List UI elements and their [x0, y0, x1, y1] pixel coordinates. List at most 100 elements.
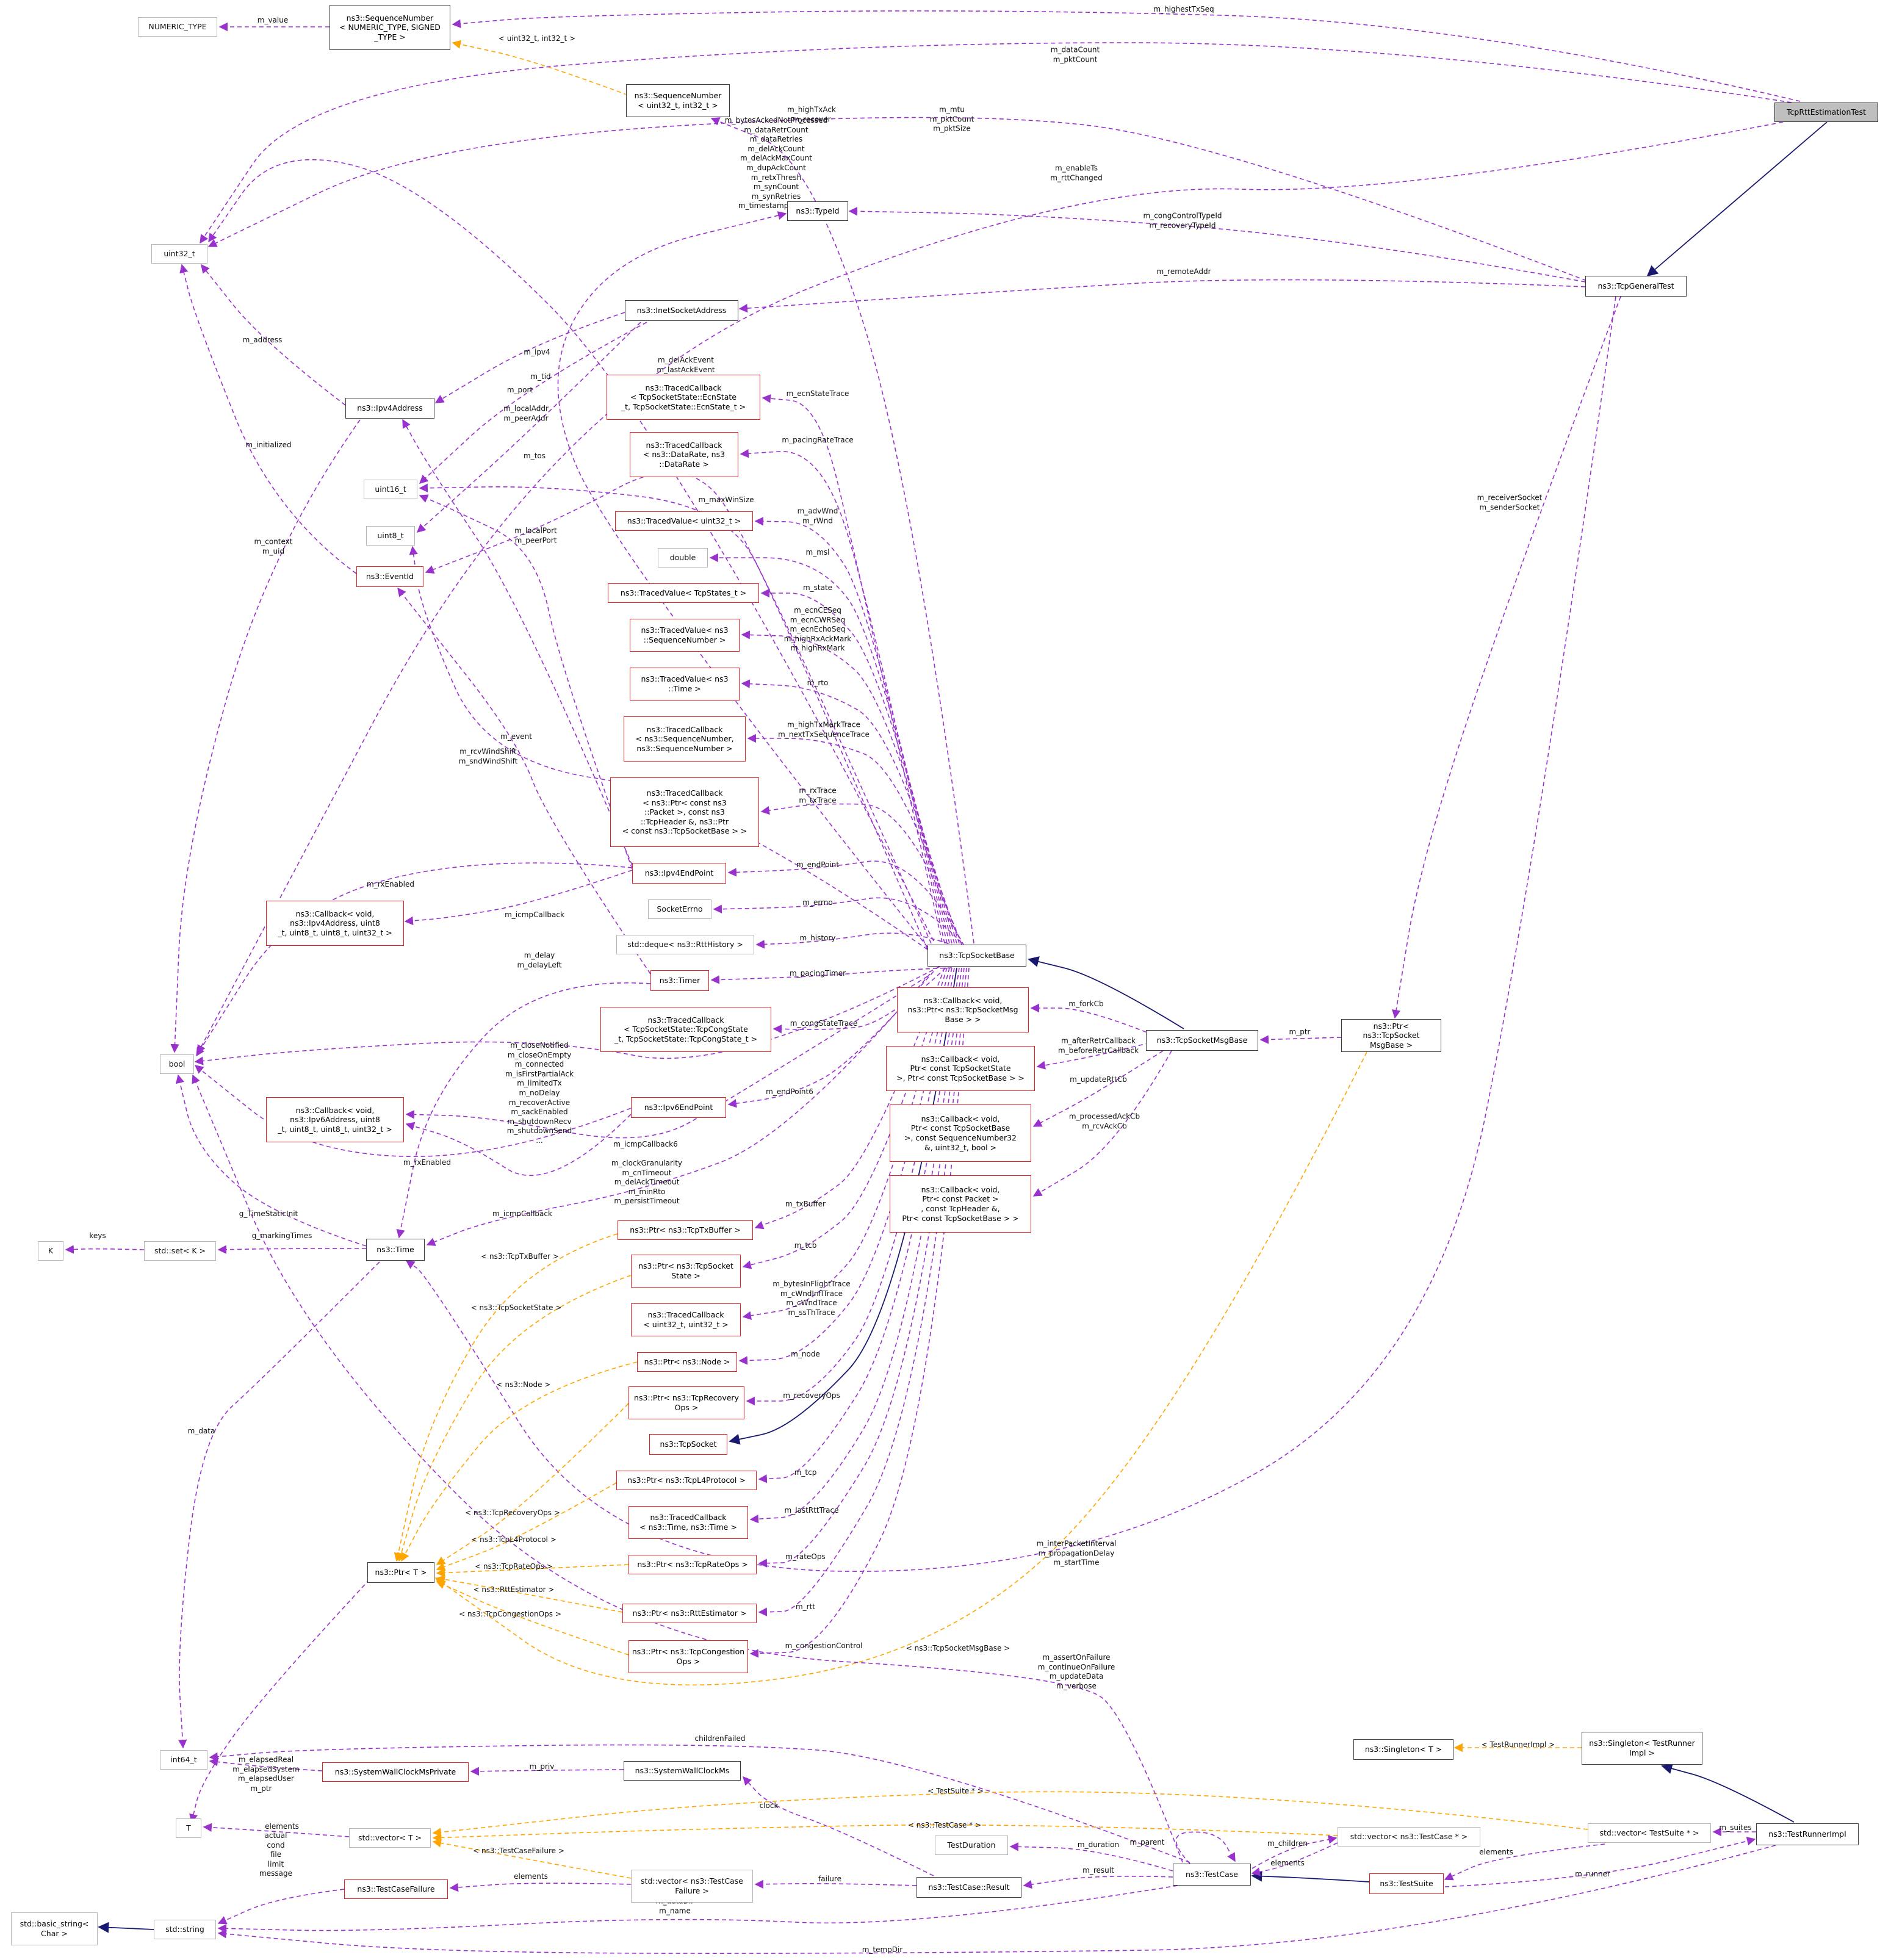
edge-set_k-K	[65, 1245, 145, 1254]
edge-tcpsocketmsgbase-cb_ack	[1032, 1050, 1164, 1127]
edge-ipv6endpoint-bool	[194, 1065, 632, 1158]
edge-ptr_t-T_box	[189, 1579, 370, 1823]
node-ipv4endpoint[interactable]: ns3::Ipv4EndPoint	[632, 863, 726, 884]
node-tc_ecnstate[interactable]: ns3::TracedCallback < TcpSocketState::Ec…	[607, 375, 760, 420]
edge-tcpsocketmsgbase-cb_fork	[1030, 1003, 1154, 1036]
node-uint16: uint16_t	[364, 480, 417, 499]
node-ptr_rateops[interactable]: ns3::Ptr< ns3::TcpRateOps >	[628, 1555, 757, 1574]
node-typeid[interactable]: ns3::TypeId	[787, 201, 848, 221]
edge-tcpsocketbase-tv_u32	[754, 517, 948, 944]
edge-tcpsocketbase-uint8	[409, 546, 928, 950]
node-cb_fork[interactable]: ns3::Callback< void, ns3::Ptr< ns3::TcpS…	[897, 987, 1029, 1032]
node-testcase_result[interactable]: ns3::TestCase::Result	[917, 1877, 1021, 1898]
node-ptr_txbuffer[interactable]: ns3::Ptr< ns3::TcpTxBuffer >	[618, 1220, 753, 1240]
edge-tcpsocketbase-ptr_rateops	[758, 967, 965, 1568]
node-singleton_tri[interactable]: ns3::Singleton< TestRunner Impl >	[1582, 1732, 1702, 1765]
node-tcpsocketbase[interactable]: ns3::TcpSocketBase	[927, 945, 1026, 967]
node-cb_retr[interactable]: ns3::Callback< void, Ptr< const TcpSocke…	[886, 1046, 1035, 1091]
node-tc_datarate[interactable]: ns3::TracedCallback < ns3::DataRate, ns3…	[630, 432, 738, 477]
edge-tcpsocketbase-time	[426, 973, 931, 1246]
edge-testcase-int64	[209, 1744, 1190, 1863]
edge-tcpsocketbase-uint16	[419, 483, 928, 950]
edge-ipv6endpoint-cb_icmp6	[405, 1114, 632, 1176]
node-testcase[interactable]: ns3::TestCase	[1173, 1864, 1251, 1886]
node-wallclockpriv[interactable]: ns3::SystemWallClockMsPrivate	[322, 1762, 469, 1782]
edge-timer-time	[396, 982, 651, 1239]
edge-tcpsocketmsgbase-cb_retr	[1036, 1040, 1158, 1070]
node-ptr_l4[interactable]: ns3::Ptr< ns3::TcpL4Protocol >	[616, 1471, 757, 1490]
edge-ptr_txbuffer-ptr_t	[394, 1233, 618, 1562]
edge-wallclockpriv-int64	[209, 1757, 323, 1771]
edge-testcase_result-vector_failure	[754, 1879, 917, 1889]
edge-inetsockaddr-ipv4addr	[434, 312, 625, 403]
edge-tcpsocketbase-rtthistory	[755, 932, 970, 953]
node-tc_u32u32[interactable]: ns3::TracedCallback < uint32_t, uint32_t…	[631, 1303, 741, 1336]
node-ptr_recovery[interactable]: ns3::Ptr< ns3::TcpRecovery Ops >	[628, 1386, 744, 1419]
edge-vector_suiteptr-testsuite	[1444, 1843, 1605, 1881]
node-cb_icmp6[interactable]: ns3::Callback< void, ns3::Ipv6Address, u…	[266, 1097, 404, 1142]
edge-tcpgeneraltest-inetsockaddr	[738, 279, 1586, 313]
edge-vector_t-T_box	[203, 1823, 350, 1837]
edge-ptr_rateops-ptr_t	[436, 1564, 629, 1577]
edge-ptr_node-ptr_t	[401, 1361, 638, 1562]
node-ipv6endpoint[interactable]: ns3::Ipv6EndPoint	[631, 1097, 726, 1118]
node-tc_pkt[interactable]: ns3::TracedCallback < ns3::Ptr< const ns…	[610, 777, 759, 847]
edge-tcpsocketbase-bool	[194, 966, 940, 1065]
edge-ptr_l4-ptr_t	[436, 1482, 617, 1571]
node-inetsockaddr[interactable]: ns3::InetSocketAddress	[625, 300, 738, 321]
edge-tcprtttest-tcpgeneraltest	[1646, 121, 1828, 277]
node-ptr_msgbase[interactable]: ns3::Ptr< ns3::TcpSocket MsgBase >	[1341, 1019, 1441, 1052]
node-tcpsocketmsgbase[interactable]: ns3::TcpSocketMsgBase	[1146, 1030, 1258, 1051]
node-time[interactable]: ns3::Time	[366, 1239, 425, 1261]
node-ptr_sockstate[interactable]: ns3::Ptr< ns3::TcpSocket State >	[631, 1255, 741, 1288]
node-cb_pkt[interactable]: ns3::Callback< void, Ptr< const Packet >…	[890, 1175, 1031, 1233]
node-ptr_node[interactable]: ns3::Ptr< ns3::Node >	[637, 1352, 737, 1372]
node-ptr_t[interactable]: ns3::Ptr< T >	[367, 1562, 434, 1583]
node-tc_seqseq[interactable]: ns3::TracedCallback < ns3::SequenceNumbe…	[624, 716, 746, 762]
node-ipv4addr[interactable]: ns3::Ipv4Address	[345, 398, 434, 419]
node-seq_u32[interactable]: ns3::SequenceNumber < uint32_t, int32_t …	[626, 84, 730, 117]
node-testcasefailure[interactable]: ns3::TestCaseFailure	[344, 1879, 448, 1899]
node-tc_timetime[interactable]: ns3::TracedCallback < ns3::Time, ns3::Ti…	[628, 1506, 748, 1539]
node-wallclock[interactable]: ns3::SystemWallClockMs	[624, 1761, 741, 1781]
node-cb_icmp4[interactable]: ns3::Callback< void, ns3::Ipv4Address, u…	[266, 901, 404, 946]
node-ptr_congops[interactable]: ns3::Ptr< ns3::TcpCongestion Ops >	[628, 1640, 748, 1673]
node-timer[interactable]: ns3::Timer	[650, 970, 709, 991]
node-singleton_t[interactable]: ns3::Singleton< T >	[1353, 1739, 1453, 1760]
edge-tcpsocketbase-ptr_rtt	[758, 967, 967, 1616]
node-eventid[interactable]: ns3::EventId	[356, 566, 423, 587]
node-K: K	[38, 1241, 63, 1261]
edge-tcprtttest-bool	[197, 121, 1784, 1054]
node-tv_states[interactable]: ns3::TracedValue< TcpStates_t >	[608, 583, 759, 603]
node-tcpsocket[interactable]: ns3::TcpSocket	[649, 1434, 727, 1455]
node-tv_u32[interactable]: ns3::TracedValue< uint32_t >	[615, 511, 753, 531]
edge-time-set_k	[217, 1245, 367, 1254]
node-tc_congstate[interactable]: ns3::TracedCallback < TcpSocketState::Tc…	[600, 1007, 771, 1052]
node-tv_seq[interactable]: ns3::TracedValue< ns3 ::SequenceNumber >	[630, 619, 740, 652]
edge-tcprtttest-uint32	[200, 42, 1792, 244]
node-set_k: std::set< K >	[144, 1241, 216, 1261]
node-tv_time[interactable]: ns3::TracedValue< ns3 ::Time >	[630, 668, 740, 701]
node-cb_ack[interactable]: ns3::Callback< void, Ptr< const TcpSocke…	[890, 1104, 1031, 1162]
node-tcpgeneraltest[interactable]: ns3::TcpGeneralTest	[1585, 276, 1687, 297]
edge-tcpsocketbase-tc_pkt	[760, 803, 962, 945]
edge-tcpsocketbase-tc_seqseq	[747, 733, 960, 944]
edge-tcpsocketbase-ipv4endpoint	[727, 860, 965, 946]
node-vector_suiteptr: std::vector< TestSuite * >	[1588, 1823, 1711, 1843]
node-testsuite[interactable]: ns3::TestSuite	[1369, 1873, 1444, 1894]
node-ptr_rtt[interactable]: ns3::Ptr< ns3::RttEstimator >	[622, 1604, 757, 1623]
edge-testsuite-testcase	[1251, 1870, 1370, 1883]
edge-vector_suiteptr-vector_t	[432, 1791, 1588, 1837]
edge-tcpsocketbase-tv_states	[760, 588, 953, 944]
edge-vector_failure-testcasefailure	[449, 1883, 632, 1892]
node-stdstring: std::string	[154, 1920, 216, 1939]
edge-ptr_rtt-ptr_t	[436, 1575, 623, 1613]
edge-ptr_congops-ptr_t	[436, 1580, 629, 1656]
node-seq_generic[interactable]: ns3::SequenceNumber < NUMERIC_TYPE, SIGN…	[330, 5, 450, 50]
edge-ptr_msgbase-tcpsocketmsgbase	[1259, 1035, 1342, 1044]
node-tcprtttest[interactable]: TcpRttEstimationTest	[1774, 103, 1878, 122]
node-testrunnerimpl[interactable]: ns3::TestRunnerImpl	[1756, 1823, 1859, 1845]
edge-inetsockaddr-uint16	[419, 322, 647, 484]
